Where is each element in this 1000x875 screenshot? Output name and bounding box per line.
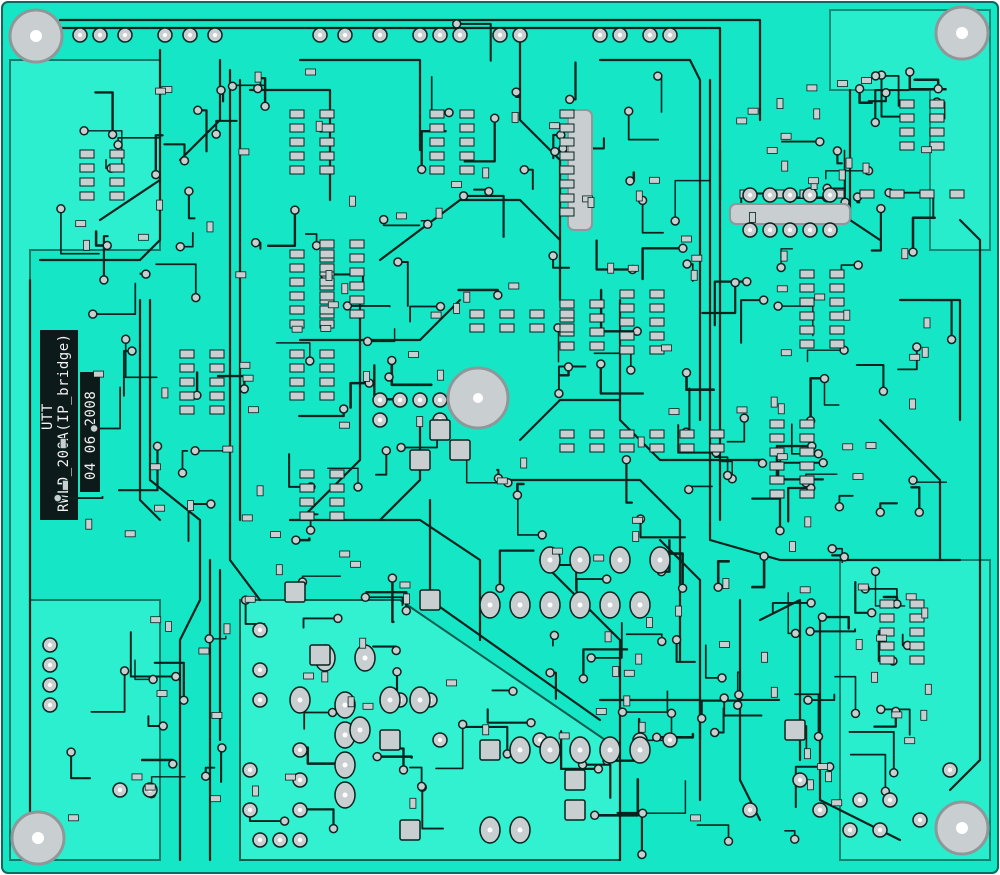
silkscreen-label-2: 04 06 2008 — [80, 372, 100, 492]
traces — [28, 18, 982, 862]
silkscreen-label: UTT RWLD_200A(IP_bridge) — [40, 330, 78, 520]
mounting-holes — [8, 5, 990, 866]
silk-line-2: RWLD_200A(IP_bridge) — [56, 333, 72, 512]
silk-line-3: 04 06 2008 — [83, 391, 99, 480]
components — [42, 19, 965, 860]
silk-line-1: UTT — [40, 403, 56, 430]
